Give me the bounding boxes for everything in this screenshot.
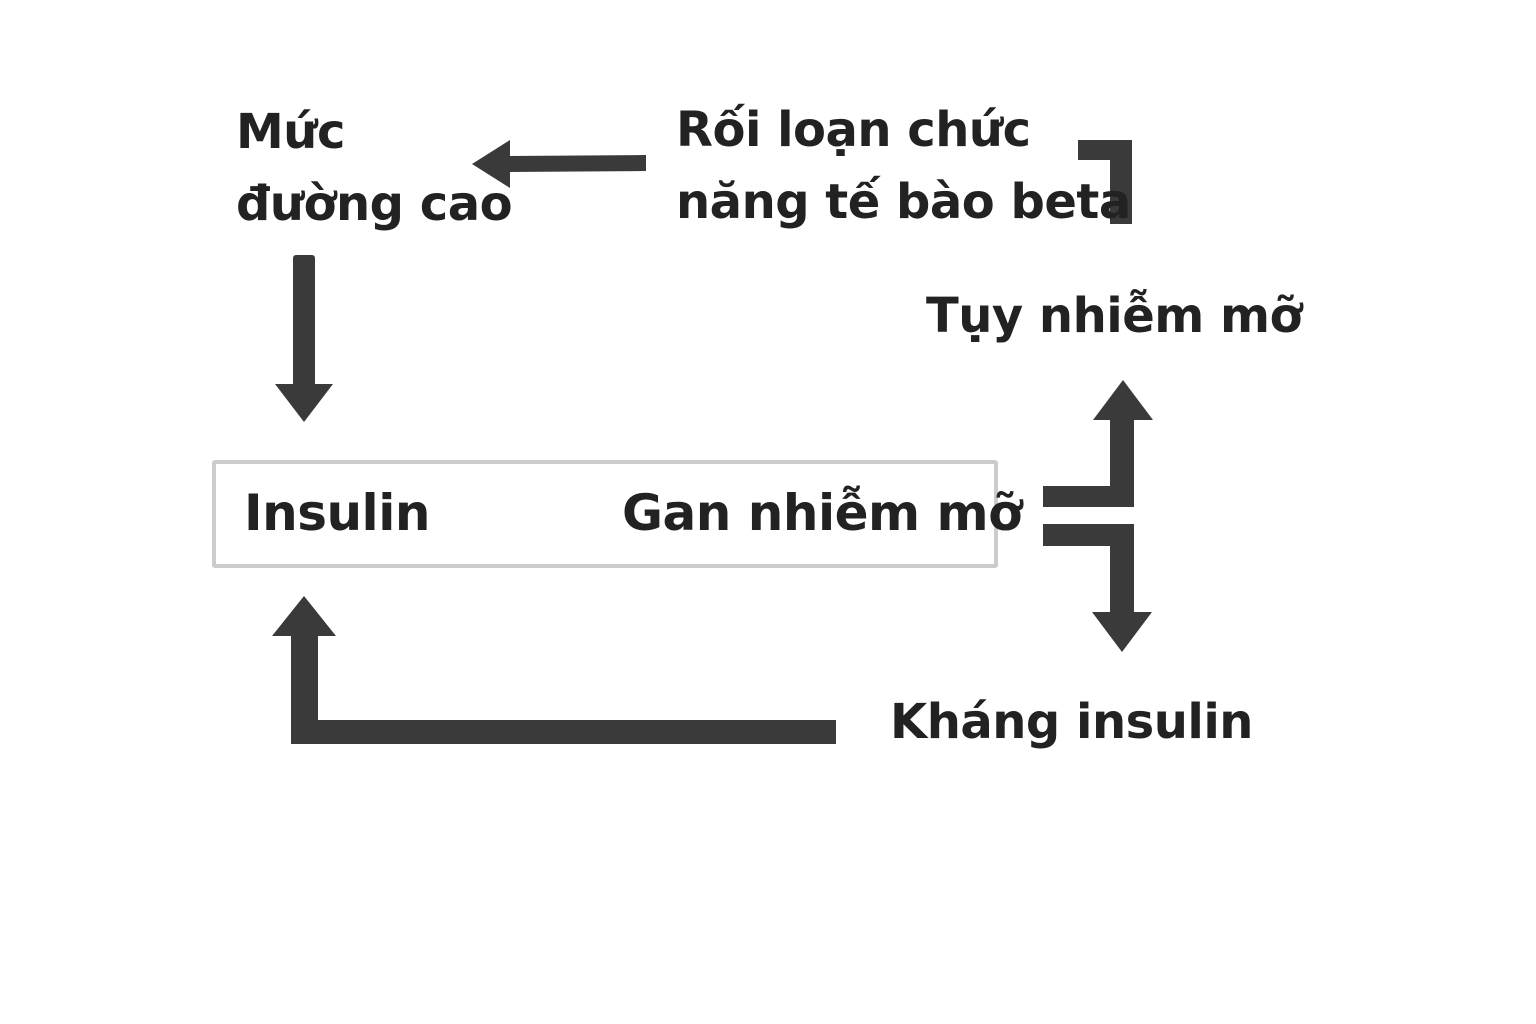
node-high-glucose-line1: Mức	[236, 104, 345, 160]
node-insulin: Insulin	[244, 484, 430, 542]
node-insulin-resistance: Kháng insulin	[890, 694, 1253, 750]
arrow-glucose-to-insulin	[275, 255, 333, 422]
node-high-glucose-line2: đường cao	[236, 176, 513, 232]
bracket-pancreas-to-beta	[1078, 140, 1132, 224]
arrow-liver-to-resistance	[1043, 524, 1152, 652]
insulin-liver-box	[212, 460, 998, 568]
arrow-beta-to-glucose	[472, 140, 646, 188]
node-beta-cell-line1: Rối loạn chức	[676, 102, 1031, 158]
arrow-resistance-to-insulin	[272, 596, 836, 744]
node-beta-cell-line2: năng tế bào beta	[676, 174, 1131, 230]
node-beta-cell-dysfunction: Rối loạn chức năng tế bào beta	[676, 94, 1131, 238]
node-fatty-pancreas: Tụy nhiễm mỡ	[926, 288, 1302, 344]
node-fatty-liver: Gan nhiễm mỡ	[622, 484, 1022, 542]
node-high-glucose: Mức đường cao	[236, 96, 513, 240]
arrow-liver-to-pancreas	[1043, 380, 1153, 507]
